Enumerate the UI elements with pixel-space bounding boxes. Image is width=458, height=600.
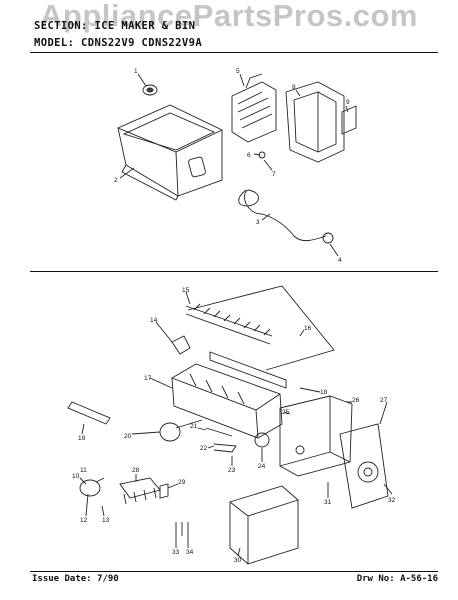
callout-12: 12 (80, 517, 88, 524)
callout-8: 8 (292, 84, 296, 91)
callout-labels: 1 2 3 4 5 6 7 8 9 14 15 16 17 18 19 20 2… (72, 68, 396, 564)
callout-33: 33 (172, 549, 180, 556)
part-plug (322, 232, 334, 244)
callout-18: 18 (320, 389, 328, 396)
part-wire-harness (238, 189, 327, 242)
part-gear (254, 432, 270, 448)
part-mold (171, 363, 283, 439)
callout-6: 6 (247, 152, 251, 159)
part-ejector-plate (187, 285, 335, 371)
part-chute (285, 81, 345, 163)
callout-31: 31 (324, 499, 332, 506)
callout-11: 11 (80, 467, 87, 474)
section-divider (30, 271, 438, 272)
part-bracket (231, 73, 277, 143)
callout-30: 30 (234, 557, 242, 564)
section-title: SECTION: ICE MAKER & BIN (34, 20, 196, 32)
header-rule (30, 52, 438, 53)
part-clip (171, 335, 191, 355)
part-cover (341, 105, 357, 135)
part-terminal-block (119, 477, 169, 505)
callout-15: 15 (182, 287, 190, 294)
callout-10: 10 (72, 473, 80, 480)
callout-4: 4 (338, 257, 342, 264)
part-comb (185, 303, 273, 345)
model-line: MODEL: CDNS22V9 CDNS22V9A (34, 37, 203, 49)
callout-20: 20 (124, 433, 132, 440)
callout-32: 32 (388, 497, 396, 504)
part-cover-box (229, 485, 299, 565)
callout-24: 24 (258, 463, 266, 470)
callout-28: 28 (132, 467, 140, 474)
callout-19: 19 (78, 435, 86, 442)
callout-16: 16 (304, 325, 312, 332)
footer-rule (30, 571, 438, 572)
watermark: AppliancePartsPros.com (40, 0, 418, 33)
part-heater-tube (67, 401, 111, 425)
callout-14: 14 (150, 317, 158, 324)
part-stripper (209, 351, 287, 389)
callout-7: 7 (272, 171, 276, 178)
callout-9: 9 (346, 99, 350, 106)
callout-17: 17 (144, 375, 152, 382)
part-screws (175, 522, 189, 536)
part-switch (79, 477, 105, 497)
callout-3: 3 (256, 219, 260, 226)
part-wiring (205, 427, 237, 453)
callout-29: 29 (178, 479, 186, 486)
part-motor-cover (339, 423, 389, 509)
callout-22: 22 (200, 445, 208, 452)
callout-2: 2 (114, 177, 118, 184)
callout-25: 25 (282, 409, 290, 416)
callout-5: 5 (236, 68, 240, 75)
callout-26: 26 (352, 397, 360, 404)
drawing-number: Drw No: A-56-16 (356, 574, 438, 584)
part-knob (142, 84, 158, 96)
callout-1: 1 (134, 68, 138, 75)
callout-23: 23 (228, 467, 236, 474)
callout-34: 34 (186, 549, 194, 556)
issue-date: Issue Date: 7/90 (32, 574, 119, 584)
part-ice-bin (117, 104, 223, 201)
callout-27: 27 (380, 397, 388, 404)
callout-13: 13 (102, 517, 110, 524)
part-housing (279, 395, 353, 477)
callout-21: 21 (190, 423, 198, 430)
